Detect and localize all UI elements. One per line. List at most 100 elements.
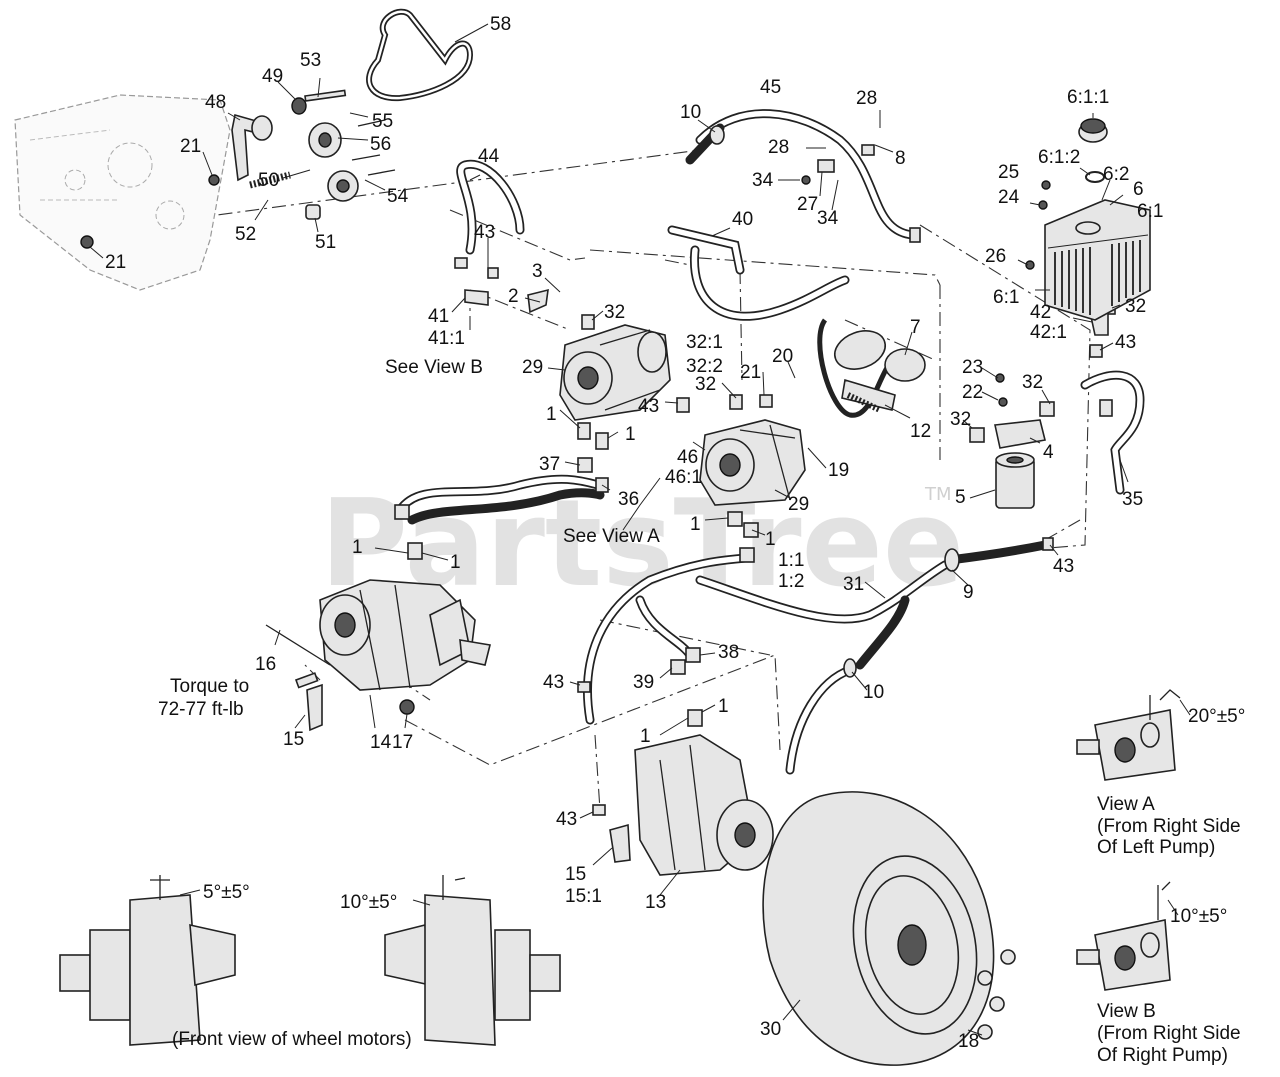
hydraulic-pump-upper [559,324,671,421]
callout-32: 32 [1022,372,1043,393]
oil-filter [995,452,1035,509]
torque-note-line1: Torque to [170,676,249,697]
belt-tensioner-assembly [817,318,926,418]
callout-20: 20 [772,346,793,367]
callout-31: 31 [843,574,864,595]
callout-6-1: 6:1 [1137,201,1163,222]
callout-28: 28 [856,88,877,109]
callout-32-2: 32:2 [686,356,723,377]
drive-belt [366,8,474,102]
callout-15: 15 [565,864,586,885]
view-b-title: View B [1097,1001,1156,1022]
callout-29: 29 [522,357,543,378]
callout-21: 21 [740,362,761,383]
left-pump-gearbox [319,579,491,691]
callout-45: 45 [760,77,781,98]
callout-43: 43 [1115,332,1136,353]
callout-36: 36 [618,489,639,510]
callout-48: 48 [205,92,226,113]
callout-43: 43 [543,672,564,693]
hydraulic-reservoir [1025,118,1151,321]
view-a-description-line1: (From Right Side [1097,816,1241,837]
callout-7: 7 [910,317,921,338]
hydraulic-pump-lower [699,419,806,506]
callout-50: 50 [258,170,279,191]
callout-1: 1 [625,424,636,445]
callout-25: 25 [998,162,1019,183]
hydraulic-hoses [395,109,1145,775]
callout-10: 10 [863,682,884,703]
callout-32: 32 [1125,296,1146,317]
callout-43: 43 [1053,556,1074,577]
diagram-notes: See View B See View A Torque to 72-77 ft… [158,357,1245,1066]
callout-1: 1 [352,537,363,558]
callout-15-1: 15:1 [565,886,602,907]
torque-note-line2: 72-77 ft-lb [158,699,244,720]
callout-19: 19 [828,460,849,481]
callout-10: 10 [680,102,701,123]
callout-12: 12 [910,421,931,442]
callout-1: 1 [690,514,701,535]
see-view-a-note: See View A [563,526,660,547]
view-b-pump [1076,881,1171,991]
callout-58: 58 [490,14,511,35]
callout-42-1: 42:1 [1030,322,1067,343]
leader-lines [89,23,1191,1036]
callout-1-2: 1:2 [778,571,804,592]
callout-32-1: 32:1 [686,332,723,353]
callout-39: 39 [633,672,654,693]
callout-46: 46 [677,447,698,468]
callout-26: 26 [985,246,1006,267]
callout-41-1: 41:1 [428,328,465,349]
right-wheel-motor [634,734,774,876]
callout-14: 14 [370,732,392,753]
callout-32: 32 [695,374,716,395]
callout-8: 8 [895,148,906,169]
callout-22: 22 [962,382,983,403]
callout-54: 54 [387,186,409,207]
view-a-description-line2: Of Left Pump) [1097,837,1215,858]
callout-42: 42 [1030,302,1051,323]
callout-23: 23 [962,357,983,378]
callout-37: 37 [539,454,560,475]
callout-21: 21 [180,136,201,157]
drive-wheel [762,791,1016,1066]
callout-32: 32 [950,409,971,430]
view-b-description-line2: Of Right Pump) [1097,1045,1228,1066]
callout-43: 43 [638,396,659,417]
view-b-angle: 10°±5° [1170,906,1227,927]
callout-49: 49 [262,66,283,87]
callout-34: 34 [817,208,839,229]
view-b-description-line1: (From Right Side [1097,1023,1241,1044]
front-view-caption: (Front view of wheel motors) [172,1029,412,1050]
callout-41: 41 [428,306,449,327]
callout-16: 16 [255,654,276,675]
right-motor-angle: 10°±5° [340,892,397,913]
callout-21: 21 [105,252,126,273]
callout-30: 30 [760,1019,781,1040]
callout-labels: 58 53 49 48 55 21 56 50 54 52 51 21 10 4… [105,14,1163,1052]
callout-1-1: 1:1 [778,550,804,571]
callout-29: 29 [788,494,809,515]
front-view-wheel-motor-left [59,875,236,1046]
callout-18: 18 [958,1031,979,1052]
callout-6-1-1: 6:1:1 [1067,87,1109,108]
callout-6-1-2: 6:1:2 [1038,147,1080,168]
callout-1: 1 [640,726,651,747]
callout-1: 1 [718,696,729,717]
callout-13: 13 [645,892,666,913]
callout-1: 1 [546,404,557,425]
callout-34: 34 [752,170,774,191]
callout-2: 2 [508,286,519,307]
callout-35: 35 [1122,489,1143,510]
callout-6-1: 6:1 [993,287,1019,308]
callout-32: 32 [604,302,625,323]
callout-1: 1 [450,552,461,573]
callout-6-2: 6:2 [1103,164,1129,185]
callout-43: 43 [474,222,495,243]
view-a-pump [1076,689,1181,781]
front-view-wheel-motor-right [384,875,561,1046]
callout-53: 53 [300,50,321,71]
callout-9: 9 [963,582,974,603]
